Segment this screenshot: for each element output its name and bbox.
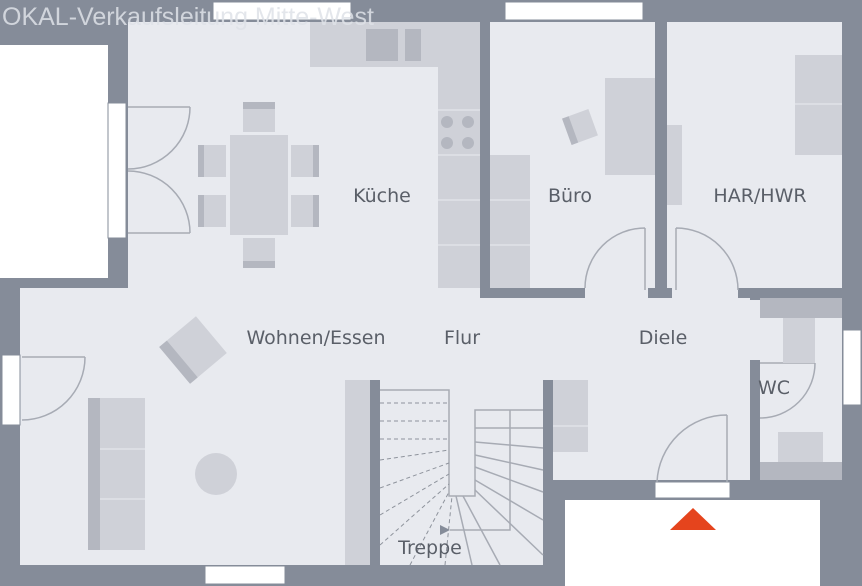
label-flur: Flur	[444, 327, 480, 349]
room-treppe	[380, 380, 543, 565]
label-buero: Büro	[548, 185, 592, 207]
dining-table-set	[198, 102, 319, 268]
room-flur	[128, 298, 750, 380]
entrance-arrow-icon	[670, 508, 716, 530]
label-wc: WC	[758, 377, 790, 399]
label-har-hwr: HAR/HWR	[713, 185, 806, 207]
wc-fixtures	[760, 298, 842, 480]
door-opening-buero	[585, 286, 648, 300]
staircase	[370, 380, 588, 566]
door-opening-wc	[740, 300, 762, 360]
living-furniture	[88, 316, 370, 565]
label-treppe: Treppe	[397, 537, 462, 559]
door-opening-har	[672, 286, 738, 300]
utility-furniture	[667, 55, 842, 205]
kitchen-furniture	[310, 22, 480, 288]
label-diele: Diele	[639, 327, 688, 349]
label-kueche: Küche	[353, 185, 411, 207]
outside-terrace	[0, 45, 108, 278]
watermark: OKAL-Verkaufsleitung Mitte-West	[2, 3, 374, 31]
door-swings	[21, 106, 816, 483]
office-furniture	[490, 78, 655, 288]
label-wohnen-essen: Wohnen/Essen	[246, 327, 385, 349]
